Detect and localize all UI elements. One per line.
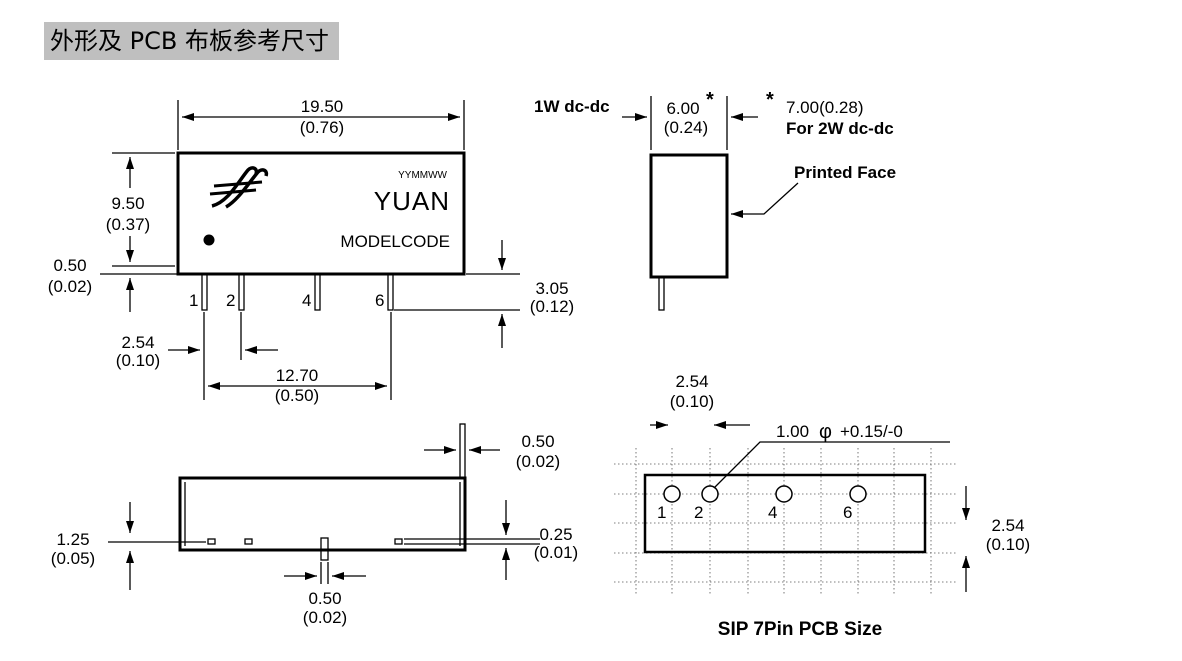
pcb-hole-2 <box>701 485 719 503</box>
bottom-view: 0.50 (0.02) 1.25 (0.05) 0.25 (0.01) 0.50… <box>51 423 578 627</box>
pin-1 <box>201 273 208 311</box>
pin-4 <box>314 273 321 311</box>
pcb-footprint <box>643 473 927 554</box>
date-code: YYMMWW <box>398 170 447 181</box>
pitch-in: (0.10) <box>116 351 160 370</box>
pcb-pin-label-4: 4 <box>768 503 777 522</box>
top-pin-stub <box>459 423 466 479</box>
pin-length-mm: 3.05 <box>535 279 568 298</box>
yuan-logo-icon <box>209 166 269 209</box>
pcb-hole-4 <box>775 485 793 503</box>
pcb-hole-6 <box>849 485 867 503</box>
width-in: (0.76) <box>300 118 344 137</box>
label-1w: 1W dc-dc <box>534 97 610 116</box>
pin1-dot <box>203 234 215 246</box>
pcb-pitch-mm: 2.54 <box>675 372 708 391</box>
pin-width-mm: 0.25 <box>539 525 572 544</box>
brand-name: YUAN <box>374 186 450 216</box>
offset-mm: 1.25 <box>56 530 89 549</box>
height-in: (0.37) <box>106 215 150 234</box>
pin-depth-mm: 0.50 <box>308 589 341 608</box>
pin-label-6: 6 <box>375 291 384 310</box>
page-title: 外形及 PCB 布板参考尺寸 <box>44 22 339 60</box>
thickness-in: (0.24) <box>664 118 708 137</box>
pin-2 <box>238 273 245 311</box>
pin-label-4: 4 <box>302 291 311 310</box>
pitch-mm: 2.54 <box>121 333 154 352</box>
hole-leader <box>713 441 950 489</box>
star-mark-2: * <box>766 89 774 111</box>
side-body <box>649 153 729 279</box>
phi-symbol: φ <box>819 421 832 443</box>
height-mm: 9.50 <box>111 194 144 213</box>
bottom-pin-center <box>320 537 329 561</box>
printed-face-label: Printed Face <box>794 163 896 182</box>
pcb-hole-1 <box>663 485 681 503</box>
pin-6 <box>387 273 394 311</box>
span-mm: 12.70 <box>276 366 319 385</box>
pin-label-2: 2 <box>226 291 235 310</box>
side-view: 1W dc-dc 6.00 * (0.24) * 7.00(0.28) For … <box>534 89 896 311</box>
model-code: MODELCODE <box>340 232 450 251</box>
pin-thick-in: (0.02) <box>516 452 560 471</box>
bottom-body <box>178 476 467 552</box>
pin-thick-mm: 0.50 <box>521 432 554 451</box>
alt-thickness-label: For 2W dc-dc <box>786 119 894 138</box>
pin-label-1: 1 <box>189 291 198 310</box>
pcb-pin-label-2: 2 <box>694 503 703 522</box>
pcb-caption: SIP 7Pin PCB Size <box>718 619 882 640</box>
printed-face-leader <box>731 182 799 218</box>
pcb-pin-label-1: 1 <box>657 503 666 522</box>
standoff-in: (0.02) <box>48 277 92 296</box>
pcb-row-mm: 2.54 <box>991 516 1024 535</box>
pcb-grid <box>614 448 958 596</box>
pcb-row-in: (0.10) <box>986 535 1030 554</box>
standoff-mm: 0.50 <box>53 256 86 275</box>
offset-in: (0.05) <box>51 549 95 568</box>
alt-thickness: 7.00(0.28) <box>786 98 864 117</box>
pcb-pitch-in: (0.10) <box>670 392 714 411</box>
pin-width-in: (0.01) <box>534 543 578 562</box>
hole-diameter: 1.00 <box>776 422 809 441</box>
bottom-pin-3 <box>394 538 403 545</box>
pin-length-in: (0.12) <box>530 297 574 316</box>
side-pin <box>658 276 665 311</box>
module-body <box>176 151 466 276</box>
pcb-pin-label-6: 6 <box>843 503 852 522</box>
bottom-pin-1 <box>207 538 216 545</box>
span-in: (0.50) <box>275 386 319 405</box>
front-view: 19.50 (0.76) 9.50 (0.37) 0.50 (0.02) YYM… <box>48 97 574 405</box>
pcb-layout: 1 2 4 6 2.54 (0.10) 1.00 φ +0.15/-0 2.54… <box>614 372 1030 640</box>
bottom-pin-2 <box>244 538 253 545</box>
star-mark-1: * <box>706 89 714 111</box>
width-mm: 19.50 <box>301 97 344 116</box>
pin-depth-in: (0.02) <box>303 608 347 627</box>
thickness-mm: 6.00 <box>666 99 699 118</box>
hole-tolerance: +0.15/-0 <box>840 422 903 441</box>
